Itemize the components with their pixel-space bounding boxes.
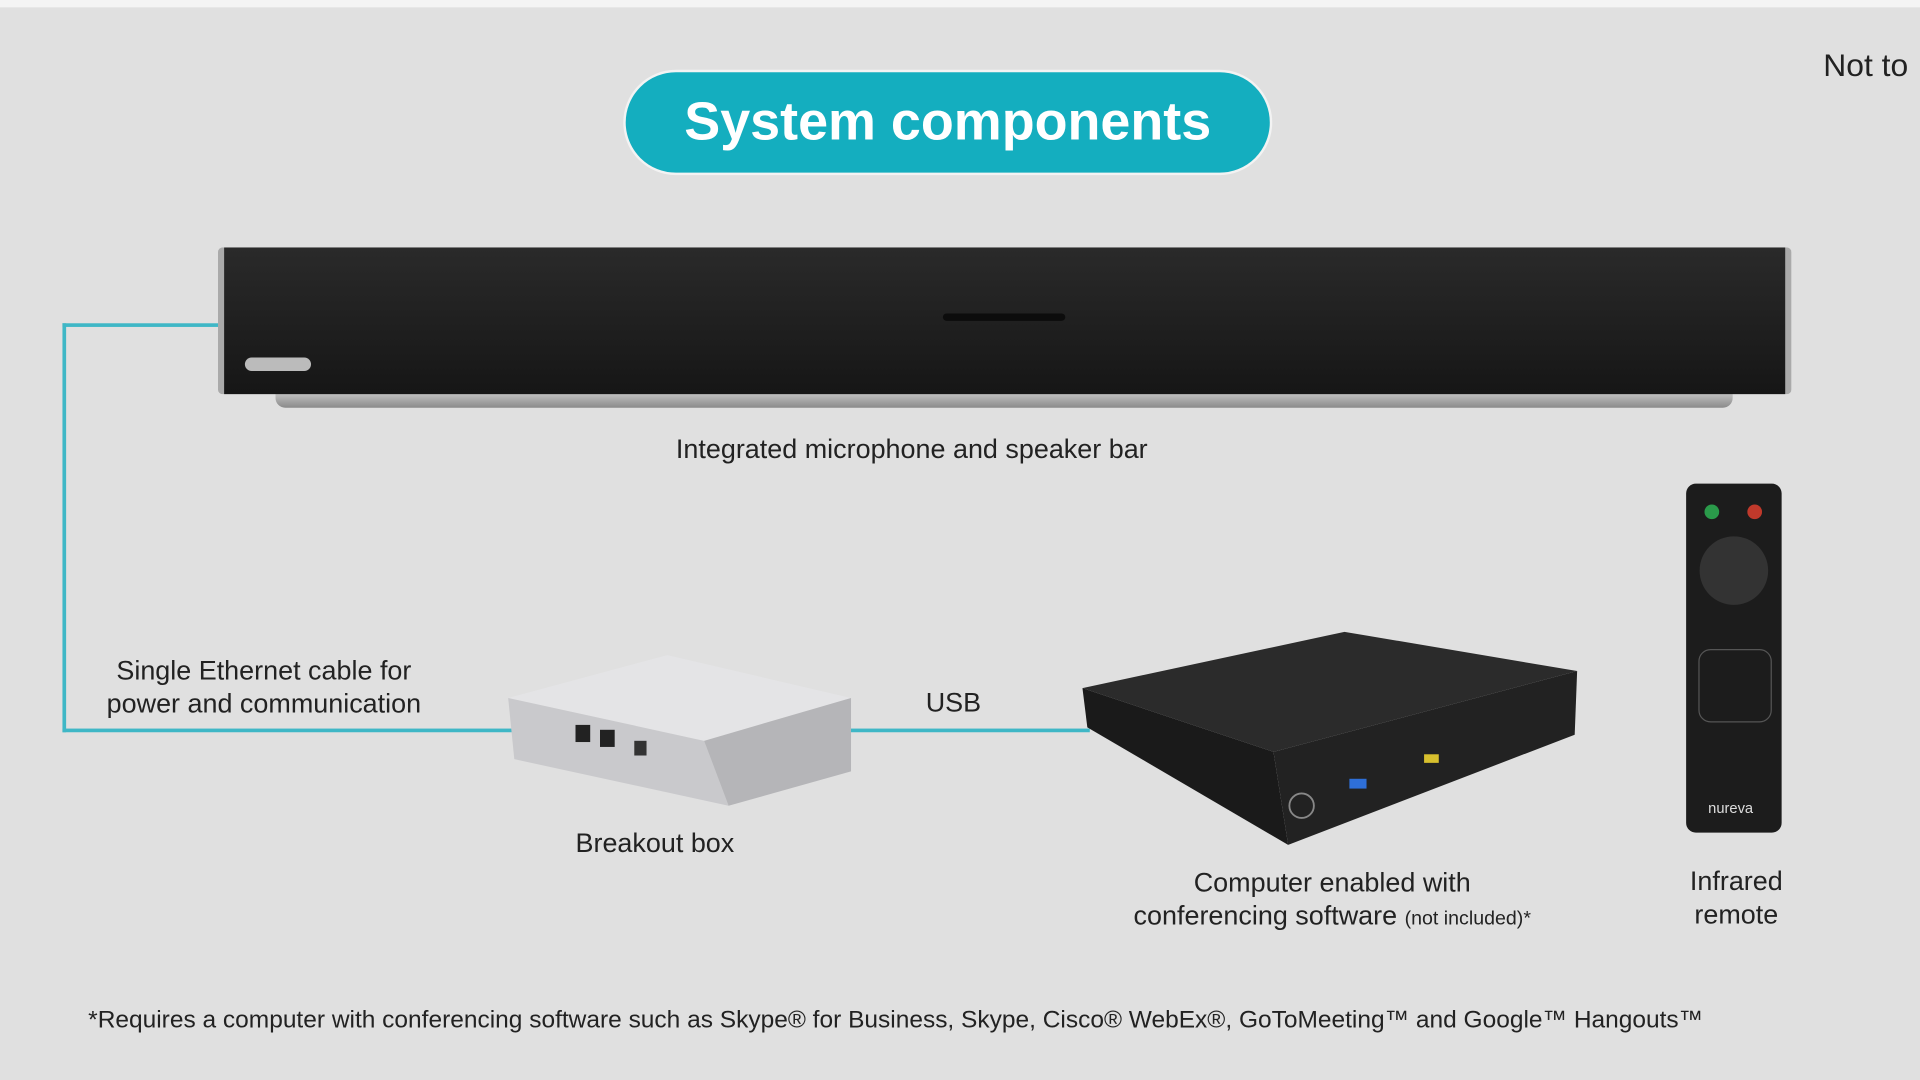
computer-label: Computer enabled with conferencing softw… xyxy=(1100,866,1565,936)
not-included-note: (not included)* xyxy=(1404,908,1531,930)
remote-label-line1: Infrared xyxy=(1689,865,1783,897)
mute-button-icon xyxy=(1699,536,1769,605)
computer-image xyxy=(1082,631,1578,845)
speaker-bar-base xyxy=(275,391,1733,408)
remote-label: Infrared remote xyxy=(1675,864,1797,930)
remote-brand-logo: nureva xyxy=(1708,799,1754,817)
computer-label-line1: Computer enabled with xyxy=(1193,866,1471,898)
ethernet-label-line2: power and communication xyxy=(106,688,422,719)
call-answer-icon xyxy=(1704,504,1720,520)
breakout-box-image xyxy=(508,655,852,806)
speaker-bar-logo xyxy=(244,357,312,372)
usb-cable xyxy=(844,728,1090,733)
footer-note: *Requires a computer with conferencing s… xyxy=(88,1006,1704,1034)
top-strip xyxy=(0,0,1920,8)
ethernet-label-line1: Single Ethernet cable for xyxy=(116,655,412,686)
computer-label-line2: conferencing software (not included)* xyxy=(1100,899,1565,936)
call-end-icon xyxy=(1747,504,1763,520)
breakout-box-label: Breakout box xyxy=(575,827,735,859)
ethernet-label: Single Ethernet cable for power and comm… xyxy=(89,654,438,720)
remote-image: nureva xyxy=(1686,483,1782,833)
camera-slot xyxy=(942,313,1066,321)
computer-label-text: conferencing software xyxy=(1133,900,1398,931)
speaker-bar-label: Integrated microphone and speaker bar xyxy=(675,433,1148,465)
ethernet-cable-bottom xyxy=(62,728,516,733)
scale-note: Not to xyxy=(1823,46,1909,84)
page-title: System components xyxy=(623,69,1273,176)
remote-label-line2: remote xyxy=(1694,898,1779,930)
usb-label: USB xyxy=(925,686,982,718)
ethernet-cable-vertical xyxy=(62,323,67,733)
ethernet-cable-top xyxy=(62,323,222,327)
function-keys-icon xyxy=(1698,648,1772,723)
